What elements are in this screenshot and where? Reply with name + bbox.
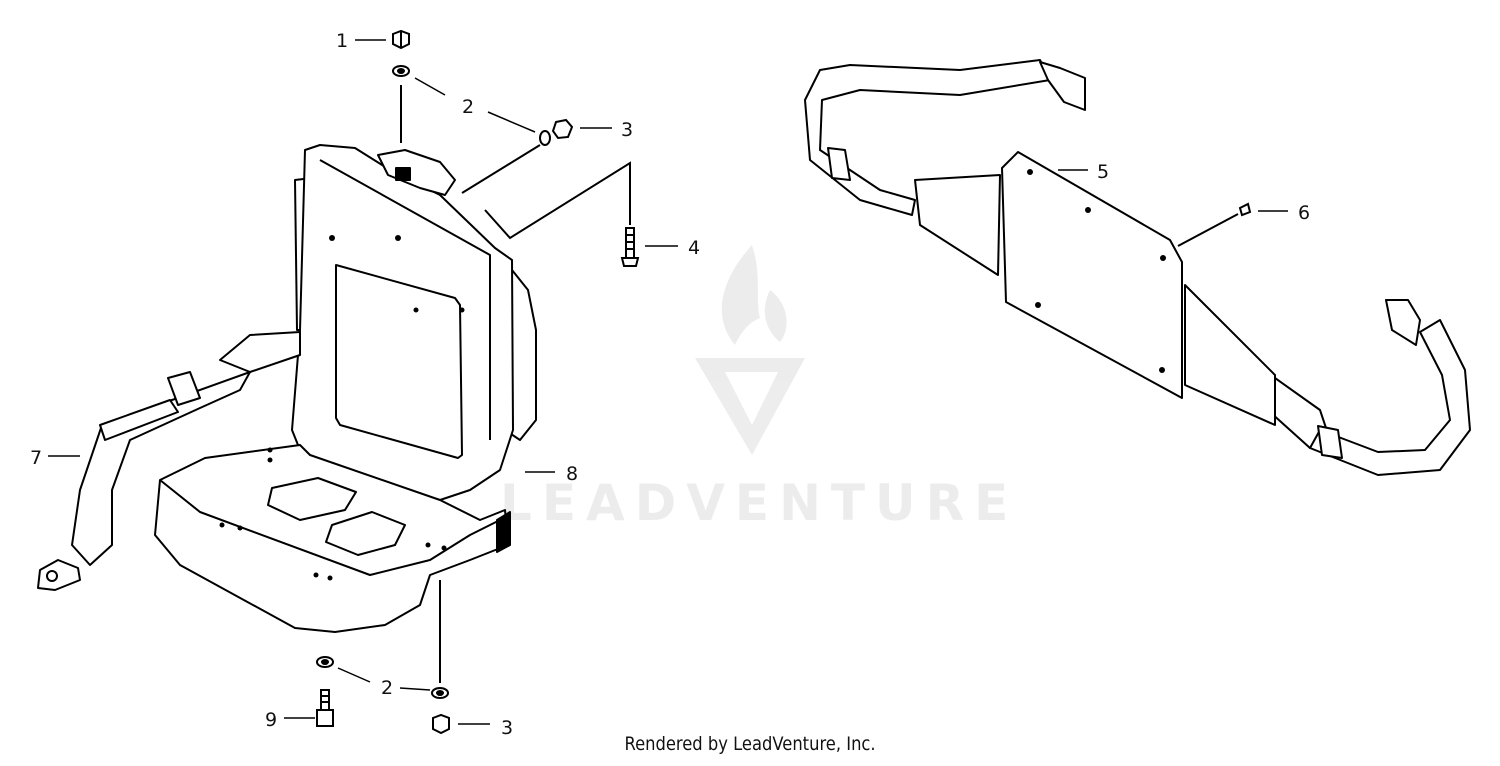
leader-side-washer	[461, 144, 541, 194]
callout-1: 1	[336, 30, 348, 52]
callout-8: 8	[566, 463, 578, 485]
side-washer	[539, 130, 551, 146]
rendered-by-text: Rendered by LeadVenture, Inc.	[624, 733, 876, 755]
bottom-hex-nut	[432, 713, 450, 735]
waist-belt	[804, 59, 1471, 476]
callout-7: 7	[30, 447, 42, 469]
top-hex-nut	[392, 29, 410, 50]
callout-3-bottom: 3	[501, 717, 513, 739]
callout-leaders	[48, 39, 1288, 725]
bottom-washer-right	[431, 687, 449, 699]
bottom-bolt	[316, 689, 334, 727]
leader-long-screw	[484, 161, 631, 240]
callout-2-top: 2	[462, 96, 474, 118]
backpack-frame	[154, 144, 537, 633]
leader-small-screw	[1177, 213, 1239, 247]
callout-3-top: 3	[621, 119, 633, 141]
callout-4: 4	[688, 237, 700, 259]
top-washer	[392, 65, 410, 77]
rendered-by-credit: Rendered by LeadVenture, Inc.	[0, 733, 1500, 755]
side-hex-nut	[551, 118, 574, 140]
callout-2-bottom: 2	[381, 677, 393, 699]
lumbar-pad	[914, 151, 1276, 426]
callout-5: 5	[1097, 161, 1109, 183]
long-screw	[620, 227, 640, 267]
callout-9: 9	[265, 709, 277, 731]
watermark-logo	[695, 245, 805, 455]
callout-6: 6	[1298, 202, 1310, 224]
watermark-text: LEADVENTURE	[500, 474, 1018, 532]
bottom-washer-left	[316, 656, 334, 668]
shoulder-strap	[37, 331, 301, 591]
small-screw	[1238, 202, 1252, 217]
